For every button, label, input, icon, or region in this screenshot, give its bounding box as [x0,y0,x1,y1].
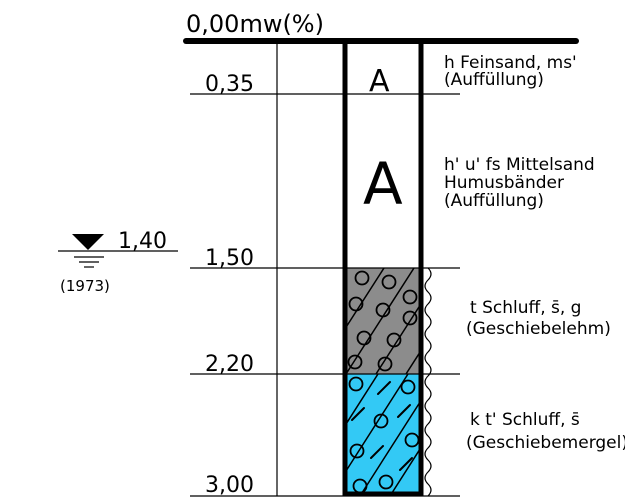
groundwater-triangle-icon [72,234,104,250]
layer-1-desc-line-1: h Feinsand, ms' [444,53,577,73]
layer-4-desc-line-2: (Geschiebemergel) [466,433,625,453]
layer-2-desc-line-2: Humusbänder [444,173,564,193]
consistency-wavy-line [424,267,432,497]
groundwater-marker [58,234,178,268]
layer-3-desc-line-1: t Schluff, s̄, g [470,298,581,318]
groundwater-year-label: (1973) [60,277,110,295]
layer-2-desc-line-3: (Auffüllung) [444,191,544,211]
layer-2-desc-line-1: h' u' fs Mittelsand [444,155,595,175]
geschiebelehm-pattern [346,268,420,374]
depth-label-3: 2,20 [205,352,254,377]
layer-4-desc-line-1: k t' Schluff, s̄ [470,410,580,430]
layer-symbol-2: A [363,150,403,218]
header-label: 0,00mw(%) [186,10,324,38]
groundwater-depth-label: 1,40 [118,229,167,254]
layer-symbol-1: A [369,64,390,99]
layer-1-desc-line-2: (Auffüllung) [444,70,544,90]
depth-label-1: 0,35 [205,72,254,97]
depth-label-4: 3,00 [205,473,254,498]
depth-label-2: 1,50 [205,246,254,271]
layer-3-desc-line-2: (Geschiebelehm) [466,319,611,339]
